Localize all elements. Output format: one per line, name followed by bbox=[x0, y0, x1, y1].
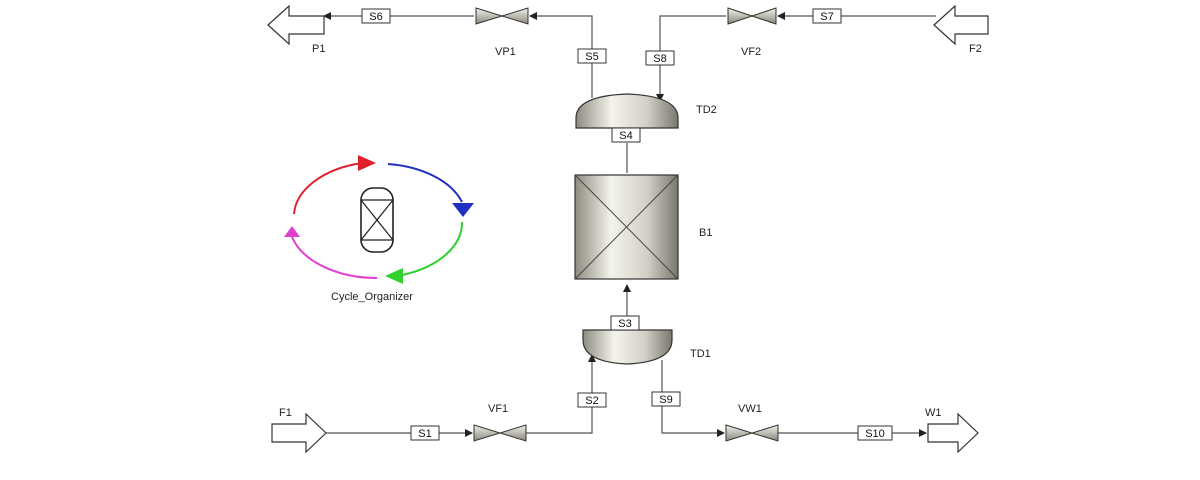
stream-tag-s1-text: S1 bbox=[418, 428, 431, 440]
label-p1: P1 bbox=[312, 43, 325, 55]
cycle-arc-red bbox=[293, 162, 363, 215]
cycle-organizer-label: Cycle_Organizer bbox=[331, 291, 413, 303]
cycle-organizer[interactable]: Cycle_Organizer bbox=[284, 155, 474, 303]
cycle-arc-green bbox=[401, 221, 464, 276]
label-vf1: VF1 bbox=[488, 403, 508, 415]
product-arrow-p1[interactable] bbox=[267, 4, 325, 46]
label-td2: TD2 bbox=[696, 104, 717, 116]
label-vw1: VW1 bbox=[738, 403, 762, 415]
cycle-arc-blue bbox=[387, 163, 463, 203]
drum-td1[interactable] bbox=[582, 329, 673, 365]
valve-vf2[interactable] bbox=[727, 7, 777, 25]
valve-vp1[interactable] bbox=[475, 7, 529, 25]
label-vp1: VP1 bbox=[495, 46, 516, 58]
stream-tag-s8-text: S8 bbox=[653, 53, 666, 65]
stream-tag-s2[interactable]: S2 bbox=[577, 392, 607, 408]
stream-tag-s3-text: S3 bbox=[618, 318, 631, 330]
stream-tag-s5-text: S5 bbox=[585, 51, 598, 63]
product-arrow-w1[interactable] bbox=[927, 412, 979, 454]
stream-tag-s10-text: S10 bbox=[865, 428, 885, 440]
cycle-arrowhead-magenta-icon bbox=[284, 226, 300, 237]
stream-tag-s5[interactable]: S5 bbox=[577, 48, 607, 64]
label-td1: TD1 bbox=[690, 348, 711, 360]
cycle-arrowhead-blue-icon bbox=[452, 203, 474, 217]
stream-tag-s7-text: S7 bbox=[820, 11, 833, 23]
stream-tag-s9-text: S9 bbox=[659, 394, 672, 406]
valve-vf1[interactable] bbox=[473, 424, 527, 442]
stream-tag-s3[interactable]: S3 bbox=[610, 315, 640, 331]
label-f1: F1 bbox=[279, 407, 292, 419]
feed-arrow-f1[interactable] bbox=[271, 412, 327, 454]
column-icon bbox=[360, 187, 394, 253]
feed-arrow-f2[interactable] bbox=[933, 4, 989, 46]
label-w1: W1 bbox=[925, 407, 942, 419]
cycle-arrowhead-red-icon bbox=[358, 155, 376, 171]
stream-tag-s1[interactable]: S1 bbox=[410, 425, 440, 441]
cycle-arrowhead-green-icon bbox=[385, 268, 403, 284]
stream-tag-s4[interactable]: S4 bbox=[611, 127, 641, 143]
bed-b1[interactable] bbox=[574, 174, 679, 280]
stream-line-s8 bbox=[656, 15, 726, 102]
drum-td2[interactable] bbox=[575, 93, 679, 129]
label-b1: B1 bbox=[699, 227, 712, 239]
stream-tag-s9[interactable]: S9 bbox=[651, 391, 681, 407]
label-vf2: VF2 bbox=[741, 46, 761, 58]
cycle-arc-magenta bbox=[291, 236, 378, 279]
stream-line-s9 bbox=[661, 360, 725, 437]
stream-line-s2 bbox=[526, 354, 596, 434]
stream-tag-s6-text: S6 bbox=[369, 11, 382, 23]
stream-tag-s6[interactable]: S6 bbox=[361, 8, 391, 24]
valve-vw1[interactable] bbox=[725, 424, 779, 442]
stream-tag-s10[interactable]: S10 bbox=[857, 425, 893, 441]
label-f2: F2 bbox=[969, 43, 982, 55]
stream-tag-s7[interactable]: S7 bbox=[812, 8, 842, 24]
stream-tag-s4-text: S4 bbox=[619, 130, 632, 142]
stream-line-s5 bbox=[529, 12, 593, 98]
stream-tag-s2-text: S2 bbox=[585, 395, 598, 407]
stream-tag-s8[interactable]: S8 bbox=[645, 50, 675, 66]
